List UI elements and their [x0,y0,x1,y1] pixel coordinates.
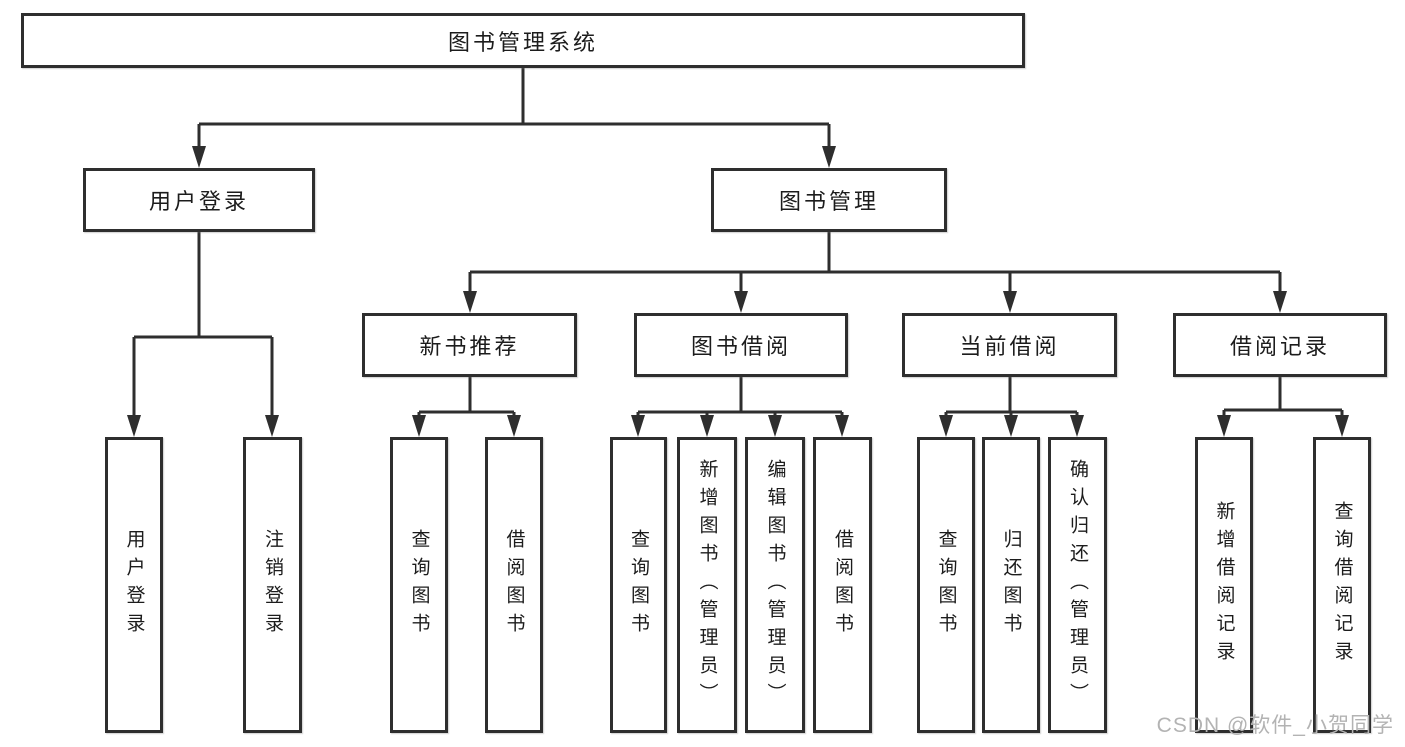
arrowhead-icons [127,146,1349,437]
leaf-edit-book-admin: 编辑图书（管理员） [745,437,805,733]
csdn-watermark: CSDN @软件_小贺同学 [1156,714,1394,737]
node-new-book-recommend: 新书推荐 [362,313,577,377]
leaf-add-borrow-record: 新增借阅记录 [1195,437,1253,733]
leaf-query-borrow-record: 查询借阅记录 [1313,437,1371,733]
leaf-borrow-book: 借阅图书 [813,437,872,733]
leaf-query-book-borrow: 查询图书 [610,437,667,733]
leaf-borrow-book-recommend: 借阅图书 [485,437,543,733]
leaf-add-book-admin: 新增图书（管理员） [677,437,737,733]
node-borrow-records: 借阅记录 [1173,313,1387,377]
leaf-user-login: 用户登录 [105,437,163,733]
node-user-login: 用户登录 [83,168,315,232]
node-book-management: 图书管理 [711,168,947,232]
node-library-management-system: 图书管理系统 [21,13,1025,68]
node-book-borrow: 图书借阅 [634,313,848,377]
leaf-query-book-recommend: 查询图书 [390,437,448,733]
leaf-query-book-current: 查询图书 [917,437,975,733]
leaf-confirm-return-admin: 确认归还（管理员） [1048,437,1107,733]
leaf-logout-login: 注销登录 [243,437,302,733]
node-current-borrow: 当前借阅 [902,313,1117,377]
leaf-return-book: 归还图书 [982,437,1040,733]
